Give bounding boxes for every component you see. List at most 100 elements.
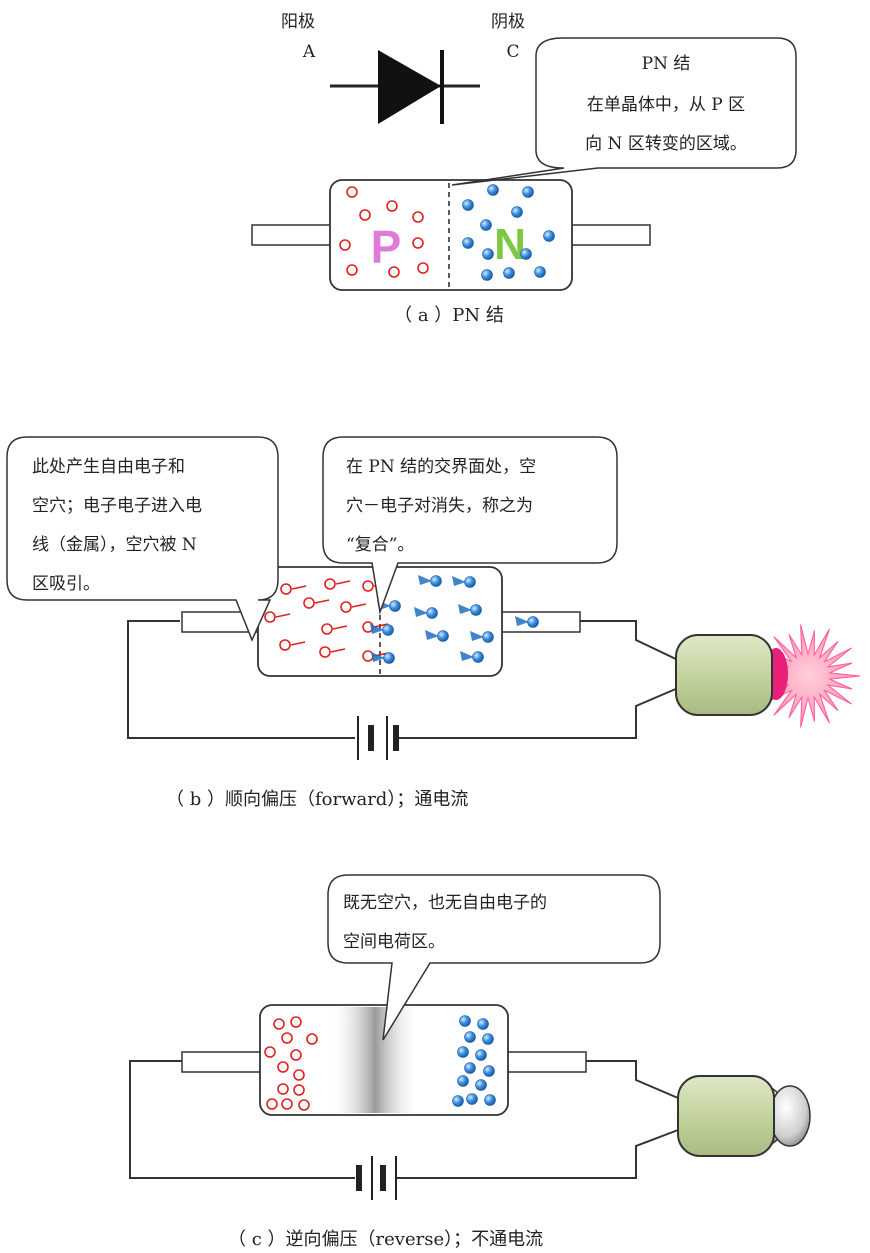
hole: [386, 200, 398, 212]
electron: [520, 248, 532, 260]
moving-hole: [319, 646, 331, 658]
electron: [464, 1062, 476, 1074]
depletion-region: [330, 1007, 420, 1113]
lead-c-left: [181, 1051, 263, 1073]
diode-triangle: [378, 50, 441, 124]
electron: [457, 1075, 469, 1087]
electron: [475, 1079, 487, 1091]
bubble-b-left: [6, 436, 279, 642]
wire-b-right: [580, 620, 679, 661]
battery-c-plate-short: [356, 1165, 362, 1191]
hole: [281, 1098, 293, 1110]
moving-electron: [382, 624, 394, 636]
hole: [266, 1098, 278, 1110]
caption-c: （ c ）逆向偏压（reverse）；不通电流: [228, 1229, 543, 1250]
bubble-b-right: [322, 436, 618, 615]
electron-trail: [425, 630, 439, 640]
moving-holes: [264, 578, 389, 662]
moving-hole: [264, 611, 276, 623]
p-region-letter: P: [371, 221, 402, 273]
hole: [290, 1049, 302, 1061]
moving-electron: [389, 600, 401, 612]
electron-trail: [470, 631, 484, 641]
bubble-c-line-1: 既无空穴，也无自由电子的: [343, 893, 547, 913]
hole: [290, 1016, 302, 1028]
moving-electron: [437, 630, 449, 642]
lead-b-right: [499, 611, 581, 633]
battery-b: [357, 716, 399, 760]
p-region-holes-c: [264, 1016, 318, 1111]
wire-b-bottom: [397, 687, 679, 739]
hole: [306, 1033, 318, 1045]
hole: [277, 1061, 289, 1073]
panel-b: 此处产生自由电子和 空穴；电子电子进入电 线（金属），空穴被 N 区吸引。 在 …: [6, 436, 861, 810]
hole: [346, 264, 358, 276]
anode-label: 阳极: [281, 12, 315, 32]
moving-electron: [527, 616, 539, 628]
lead-c-right: [505, 1051, 587, 1073]
cathode-letter: C: [506, 42, 519, 62]
moving-electron: [430, 575, 442, 587]
hole-trail: [373, 623, 389, 628]
hole: [346, 186, 358, 198]
electron: [484, 1094, 496, 1106]
moving-electron: [383, 652, 395, 664]
bubble-b-right-line-1: 在 PN 结的交界面处，空: [346, 457, 536, 477]
moving-electron: [482, 631, 494, 643]
electron: [466, 1093, 478, 1105]
hole: [412, 211, 424, 223]
electron: [462, 199, 474, 211]
led-bulb-lit: [675, 624, 861, 728]
bubble-b-left-line-1: 此处产生自由电子和: [32, 457, 185, 477]
caption-a: （ a ）PN 结: [394, 305, 504, 326]
electron-trail: [414, 607, 428, 617]
pn-bubble-title: PN 结: [642, 54, 691, 74]
pn-bubble: [451, 37, 797, 186]
n-region-electrons: [462, 184, 555, 281]
hole: [417, 262, 429, 274]
hole-trail: [332, 625, 348, 630]
bubble-c: [327, 874, 661, 1041]
lead-left: [251, 224, 333, 246]
wire-b-left: [127, 620, 355, 739]
hole-trail: [314, 599, 330, 604]
electron: [480, 219, 492, 231]
bubble-b-left-line-4: 区吸引。: [32, 574, 100, 594]
moving-electron: [464, 576, 476, 588]
moving-hole: [324, 578, 336, 590]
anode-letter: A: [302, 42, 316, 62]
bubble-b-left-line-2: 空穴；电子电子进入电: [32, 496, 202, 516]
pn-bubble-line-2: 向 N 区转变的区域。: [585, 134, 747, 154]
panel-c: 既无空穴，也无自由电子的 空间电荷区。 （ c ）逆向偏压（reverse）；不…: [129, 874, 811, 1250]
hole: [277, 1083, 289, 1095]
hole-trail: [351, 603, 367, 608]
wire-c-right: [586, 1060, 679, 1099]
battery-b-plate-short-2: [393, 725, 399, 751]
moving-hole: [303, 597, 315, 609]
electron-trail: [370, 624, 384, 634]
hole: [388, 266, 400, 278]
hole: [412, 237, 424, 249]
electron: [475, 1049, 487, 1061]
electron: [481, 269, 493, 281]
moving-electron: [470, 604, 482, 616]
p-region-holes: [339, 186, 429, 278]
battery-c-plate-short-2: [380, 1165, 386, 1191]
electron-trail: [371, 652, 385, 662]
electron-trail: [418, 575, 432, 585]
hole: [359, 209, 371, 221]
electron: [464, 1031, 476, 1043]
moving-hole: [321, 623, 333, 635]
moving-hole: [279, 639, 291, 651]
hole-trail: [275, 613, 291, 618]
electron: [534, 266, 546, 278]
led-body-c: [677, 1075, 775, 1157]
electron-trail: [460, 651, 474, 661]
hole: [264, 1046, 276, 1058]
wire-c-bottom: [397, 1129, 679, 1179]
moving-electron: [426, 607, 438, 619]
electron: [457, 1046, 469, 1058]
electron: [487, 184, 499, 196]
cathode-label: 阴极: [491, 12, 525, 32]
led-bulb-off: [677, 1075, 811, 1157]
